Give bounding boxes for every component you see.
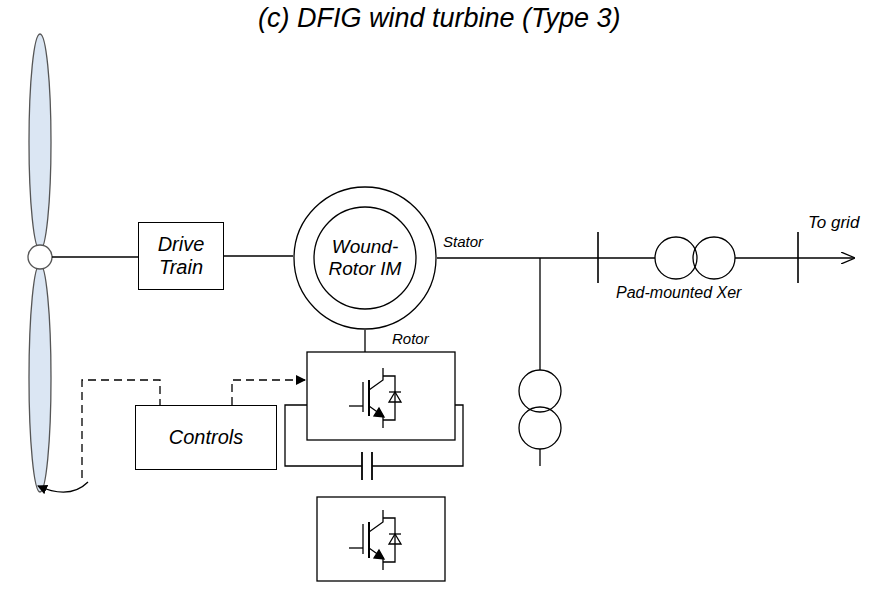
igbt-lines bbox=[349, 510, 401, 570]
process-box: Drive Train bbox=[138, 222, 224, 290]
transformer-winding bbox=[693, 237, 735, 279]
stator-line bbox=[437, 257, 655, 258]
diagram-title: (c) DFIG wind turbine (Type 3) bbox=[258, 4, 621, 34]
pitch-arrow bbox=[38, 482, 88, 492]
dc-link bbox=[285, 405, 362, 466]
node-text: Controls bbox=[169, 426, 243, 449]
igbt-symbol bbox=[349, 368, 401, 428]
transformer-winding bbox=[655, 237, 697, 279]
node-text: Wound-Rotor IM bbox=[319, 236, 411, 280]
shaft-connector bbox=[224, 255, 293, 256]
igbt-lines bbox=[349, 368, 401, 428]
grid-line bbox=[735, 257, 854, 258]
control-signal bbox=[232, 380, 305, 405]
transformer-winding bbox=[519, 407, 561, 449]
bus-bar bbox=[797, 232, 799, 283]
igbt-symbol bbox=[349, 510, 401, 570]
aux-line bbox=[539, 258, 540, 370]
capacitor-plate bbox=[371, 452, 373, 480]
port-label: To grid bbox=[808, 214, 859, 233]
aux-line bbox=[539, 449, 540, 466]
process-box: Controls bbox=[135, 405, 277, 470]
grid-side-converter bbox=[317, 497, 445, 581]
transformer-winding bbox=[519, 370, 561, 412]
node-text: Drive Train bbox=[146, 233, 216, 279]
bus-bar bbox=[597, 232, 599, 283]
hub bbox=[28, 245, 52, 269]
shaft bbox=[52, 256, 140, 257]
capacitor-plate bbox=[361, 452, 363, 480]
port-label: Rotor bbox=[392, 331, 429, 348]
blade bbox=[29, 264, 51, 492]
component-label: Pad-mounted Xer bbox=[616, 284, 741, 302]
rotor-line bbox=[364, 330, 365, 352]
port-label: Stator bbox=[443, 234, 483, 251]
machine-circle: Wound-Rotor IM bbox=[293, 186, 437, 330]
blade bbox=[29, 34, 51, 250]
rotor-side-converter bbox=[307, 352, 455, 440]
dc-link bbox=[372, 405, 463, 466]
